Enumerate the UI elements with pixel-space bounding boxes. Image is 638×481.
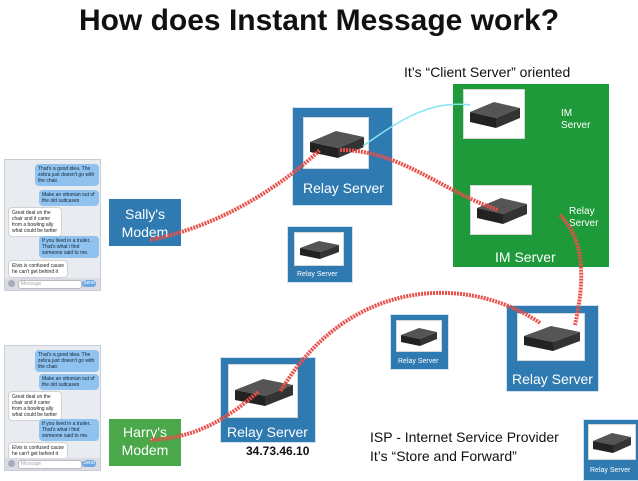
- isp-note-line2: It’s “Store and Forward”: [370, 448, 517, 464]
- im-relay-label: Relay Server: [569, 206, 598, 230]
- chat-message: That's a good idea. The zebra just doesn…: [35, 164, 99, 186]
- slide-subtitle: It’s “Client Server” oriented: [404, 64, 571, 80]
- im-server-label-line2: Server: [561, 120, 591, 131]
- relay-server-corner-icon: [588, 424, 636, 460]
- send-button[interactable]: Send: [82, 460, 96, 467]
- chat-message: Great deal on the chair and it came from…: [8, 391, 62, 421]
- relay-server-small-lower-label: Relay Server: [398, 358, 439, 365]
- harry-modem-line1: Harry's: [123, 424, 167, 440]
- chat-message: Elvis is confused cause he can't get beh…: [8, 260, 68, 278]
- isp-note: ISP - Internet Service Provider It’s “St…: [370, 428, 559, 466]
- chat-message: That's a good idea. The zebra just doesn…: [35, 350, 99, 372]
- relay-server-bottom-icon: [228, 364, 298, 418]
- chat-input-bar: Message Send: [5, 278, 100, 290]
- slide-title: How does Instant Message work?: [78, 4, 560, 37]
- message-input[interactable]: Message: [18, 460, 82, 469]
- relay-server-small-lower-icon: [396, 320, 442, 352]
- chat-message: If you lived in a trailer.. That's what …: [39, 419, 99, 441]
- send-button[interactable]: Send: [82, 280, 96, 287]
- im-server-label: IM Server: [561, 108, 590, 132]
- relay-server-right-icon: [517, 313, 585, 361]
- relay-server-top-label: Relay Server: [303, 180, 384, 196]
- harry-modem: Harry's Modem: [109, 419, 181, 466]
- chat-window-sally: That's a good idea. The zebra just doesn…: [4, 159, 101, 291]
- relay-server-small-center-icon: [294, 232, 344, 266]
- im-cluster-label: IM Server: [495, 249, 556, 265]
- im-relay-label-line2: Server: [569, 218, 599, 229]
- sally-modem-label: Sally's Modem: [109, 205, 181, 241]
- chat-message: Great deal on the chair and it came from…: [8, 207, 62, 237]
- relay-server-bottom-label: Relay Server: [227, 424, 308, 440]
- chat-window-harry: That's a good idea. The zebra just doesn…: [4, 345, 101, 471]
- chat-message: Make an ottoman out of the old suitcases: [39, 190, 99, 206]
- relay-server-top-icon: [303, 117, 369, 169]
- sally-modem: Sally's Modem: [109, 199, 181, 246]
- camera-icon[interactable]: [8, 280, 15, 287]
- im-server-label-line1: IM: [561, 108, 573, 119]
- harry-modem-label: Harry's Modem: [109, 423, 181, 459]
- isp-note-line1: ISP - Internet Service Provider: [370, 429, 559, 445]
- chat-message: Make an ottoman out of the old suitcases: [39, 374, 99, 390]
- ip-address: 34.73.46.10: [246, 444, 310, 458]
- message-input[interactable]: Message: [18, 280, 82, 289]
- relay-server-small-center-label: Relay Server: [297, 271, 338, 278]
- chat-message: If you lived in a trailer.. That's what …: [39, 236, 99, 258]
- relay-server-corner-label: Relay Server: [590, 467, 631, 474]
- chat-input-bar: Message Send: [5, 458, 100, 470]
- sally-modem-line2: Modem: [121, 224, 169, 240]
- camera-icon[interactable]: [8, 460, 15, 467]
- im-server-icon: [463, 89, 525, 139]
- im-relay-server-icon: [470, 185, 532, 235]
- relay-server-right-label: Relay Server: [512, 371, 593, 387]
- harry-modem-line2: Modem: [121, 442, 169, 458]
- sally-modem-line1: Sally's: [124, 206, 166, 222]
- im-relay-label-line1: Relay: [569, 206, 595, 217]
